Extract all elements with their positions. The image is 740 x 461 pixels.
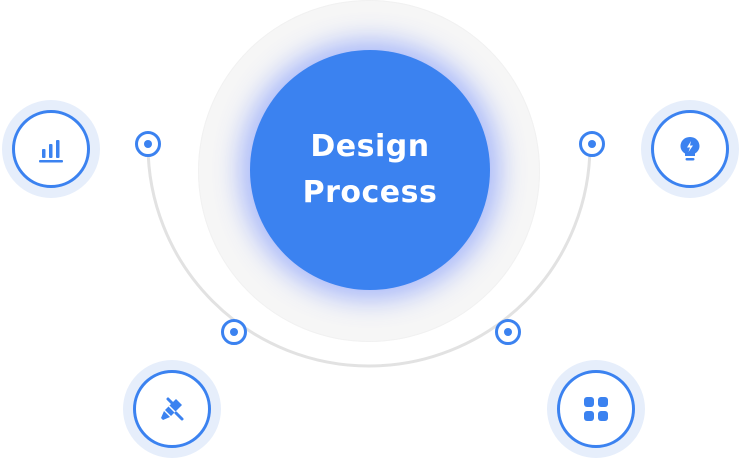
lightbulb-icon xyxy=(680,137,700,161)
brush-pen-icon xyxy=(161,397,184,421)
hub-title-line2: Process xyxy=(302,175,438,210)
connector-dot-right-bottom xyxy=(495,319,521,345)
grid-apps-icon xyxy=(584,397,608,421)
design-process-hub[interactable]: Design Process xyxy=(250,50,490,290)
step-node-analytics[interactable] xyxy=(2,100,100,198)
connector-dot-right-top xyxy=(579,131,605,157)
step-node-design[interactable] xyxy=(123,360,221,458)
connector-dot-left-top xyxy=(135,131,161,157)
hub-title-line1: Design xyxy=(310,129,430,164)
bar-chart-icon xyxy=(39,140,63,163)
step-node-ideation[interactable] xyxy=(641,100,739,198)
connector-dot-left-bottom xyxy=(221,319,247,345)
step-node-build[interactable] xyxy=(547,360,645,458)
